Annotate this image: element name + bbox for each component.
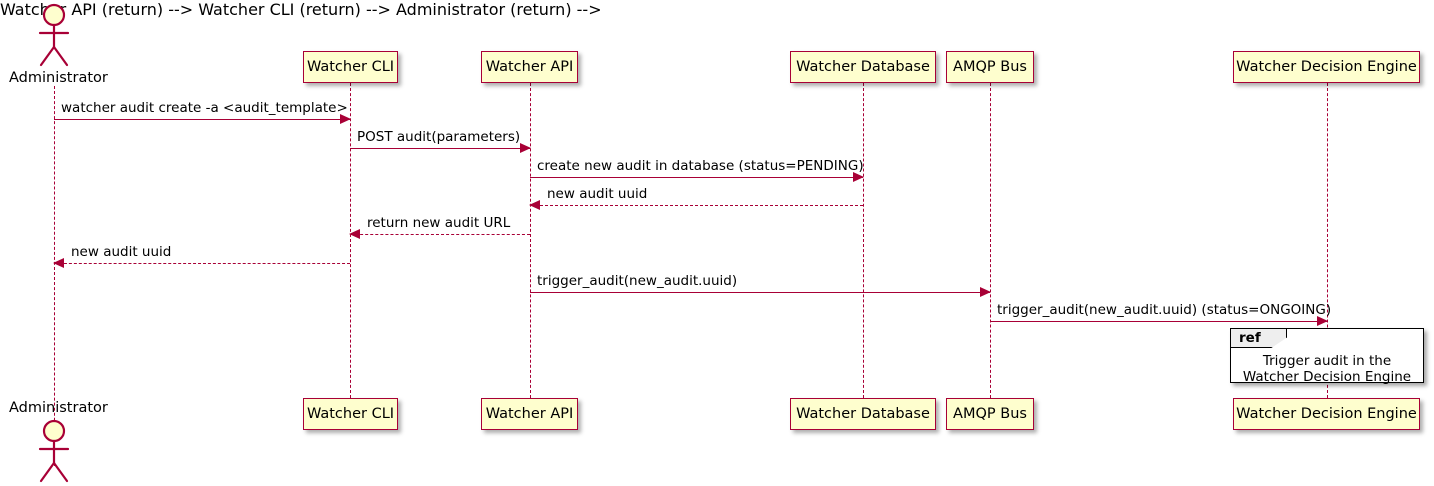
actor-administrator-bottom <box>24 418 84 484</box>
actor-administrator-top <box>24 2 84 68</box>
arrow-head-right-icon <box>340 114 351 124</box>
actor-label-administrator-top: Administrator <box>9 70 108 86</box>
participant-label: Watcher CLI <box>306 58 395 75</box>
actor-label-administrator-bottom: Administrator <box>9 400 108 416</box>
participant-watcher-api-bottom[interactable]: Watcher API <box>481 398 578 430</box>
message-label: create new audit in database (status=PEN… <box>537 157 864 174</box>
lifeline-amqp-bus <box>990 83 991 398</box>
message-line <box>530 177 863 178</box>
lifeline-watcher-decision-engine <box>1327 83 1328 398</box>
ref-fragment-body: Trigger audit in the Watcher Decision En… <box>1231 353 1423 385</box>
arrow-head-left-icon <box>53 258 64 268</box>
arrow-head-left-icon <box>349 229 360 239</box>
ref-fragment: ref Trigger audit in the Watcher Decisio… <box>1230 328 1424 385</box>
message-label: trigger_audit(new_audit.uuid) <box>537 272 738 289</box>
ref-fragment-line-2: Watcher Decision Engine <box>1242 369 1412 385</box>
ref-fragment-tab: ref <box>1231 329 1287 348</box>
arrow-head-right-icon <box>1317 316 1328 326</box>
participant-watcher-database-bottom[interactable]: Watcher Database <box>790 398 936 430</box>
ref-fragment-line-1: Trigger audit in the <box>1262 353 1392 369</box>
participant-amqp-bus-bottom[interactable]: AMQP Bus <box>946 398 1034 430</box>
participant-label: Watcher Database <box>796 405 930 422</box>
actor-icon <box>38 3 70 67</box>
participant-label: Watcher API <box>485 58 574 75</box>
message-label: new audit uuid <box>547 185 648 202</box>
participant-label: Watcher Decision Engine <box>1236 405 1417 422</box>
participant-label: AMQP Bus <box>953 405 1027 422</box>
participant-watcher-decision-engine-bottom[interactable]: Watcher Decision Engine <box>1233 398 1420 430</box>
message-line <box>530 292 990 293</box>
message-label: watcher audit create -a <audit_template> <box>61 99 348 116</box>
ref-fragment-tab-label: ref <box>1239 330 1261 346</box>
participant-watcher-database-top[interactable]: Watcher Database <box>790 51 936 83</box>
participant-watcher-cli-bottom[interactable]: Watcher CLI <box>303 398 398 430</box>
arrow-head-right-icon <box>520 143 531 153</box>
participant-watcher-cli-top[interactable]: Watcher CLI <box>303 51 398 83</box>
message-label: POST audit(parameters) <box>357 128 521 145</box>
participant-amqp-bus-top[interactable]: AMQP Bus <box>946 51 1034 83</box>
arrow-head-right-icon <box>980 287 991 297</box>
message-line <box>350 148 530 149</box>
lifeline-watcher-cli <box>350 83 351 398</box>
arrow-head-right-icon <box>853 172 864 182</box>
participant-label: Watcher Decision Engine <box>1236 58 1417 75</box>
participant-label: AMQP Bus <box>953 58 1027 75</box>
message-line <box>350 234 530 235</box>
participant-label: Watcher API <box>485 405 574 422</box>
message-line <box>530 205 863 206</box>
message-line <box>54 119 350 120</box>
participant-label: Watcher Database <box>796 58 930 75</box>
lifeline-administrator <box>54 86 55 466</box>
message-label: new audit uuid <box>71 243 172 260</box>
participant-watcher-api-top[interactable]: Watcher API <box>481 51 578 83</box>
message-line <box>990 321 1327 322</box>
participant-watcher-decision-engine-top[interactable]: Watcher Decision Engine <box>1233 51 1420 83</box>
message-label: trigger_audit(new_audit.uuid) (status=ON… <box>997 301 1332 318</box>
lifeline-watcher-api <box>530 83 531 398</box>
arrow-head-left-icon <box>529 200 540 210</box>
message-line <box>54 263 350 264</box>
participant-label: Watcher CLI <box>306 405 395 422</box>
message-label: return new audit URL <box>367 214 511 231</box>
actor-icon <box>38 419 70 483</box>
lifeline-watcher-database <box>863 83 864 398</box>
